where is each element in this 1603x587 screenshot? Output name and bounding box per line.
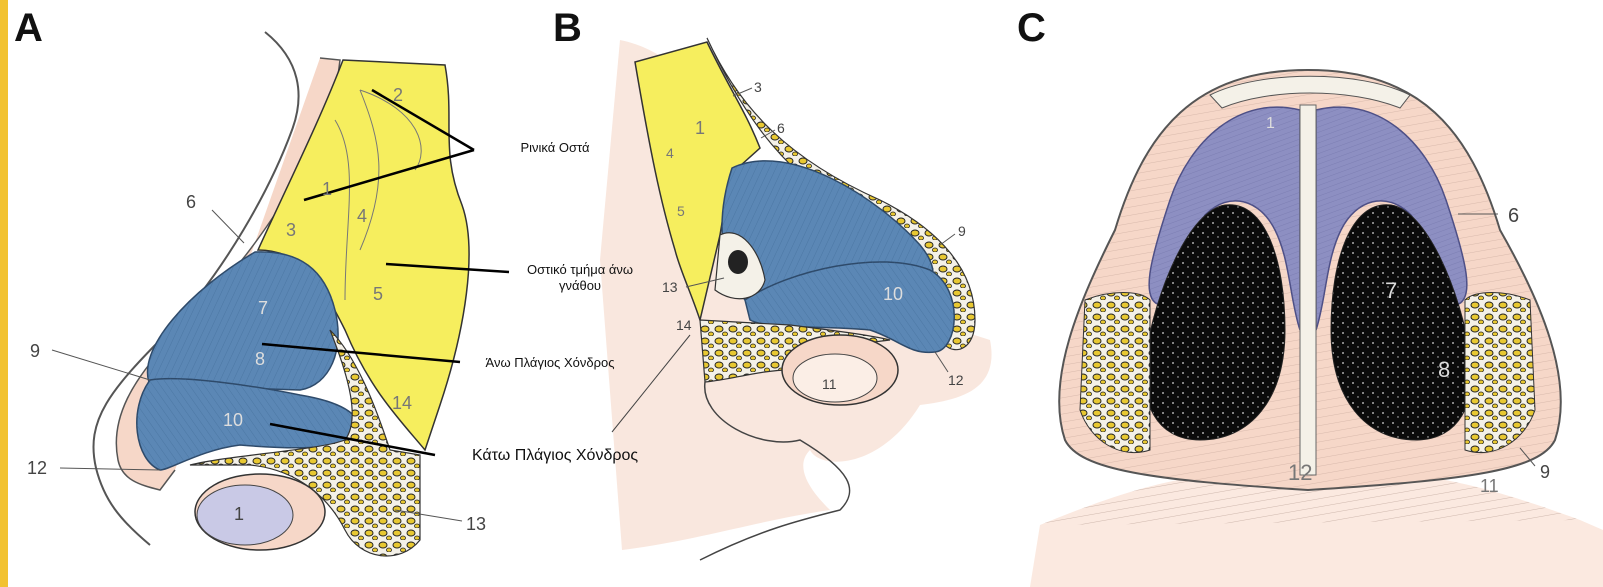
a-label-5: 5 [373, 284, 383, 304]
b-label-14: 14 [676, 317, 692, 333]
a-label-12: 12 [27, 458, 47, 478]
a-label-8: 8 [255, 349, 265, 369]
panel-c-drawing: 1 6 7 8 9 11 12 [1030, 70, 1603, 587]
a-label-9: 9 [30, 341, 40, 361]
annotation-maxilla: Οστικό τμήμα άνω γνάθου [510, 262, 650, 294]
b-label-4: 4 [666, 145, 674, 161]
b-label-3: 3 [754, 79, 762, 95]
b-label-10: 10 [883, 284, 903, 304]
annotation-nasal-bones: Ρινικά Οστά [495, 140, 615, 156]
a-label-3: 3 [286, 220, 296, 240]
panel-a-drawing: 2 1 3 4 5 6 7 8 9 10 12 13 14 1 [27, 32, 509, 556]
b-label-12: 12 [948, 372, 964, 388]
c-label-7: 7 [1385, 278, 1397, 303]
a-label-1-nostril: 1 [234, 504, 244, 524]
c-label-12: 12 [1288, 460, 1312, 485]
annotation-lower-lateral-cartilage: Κάτω Πλάγιος Χόνδρος [440, 448, 670, 464]
c-label-9: 9 [1540, 462, 1550, 482]
a-label-2: 2 [393, 85, 403, 105]
b-label-6: 6 [777, 120, 785, 136]
b-label-5: 5 [677, 203, 685, 219]
c-label-6: 6 [1508, 205, 1519, 227]
a-label-13: 13 [466, 514, 486, 534]
a-label-7: 7 [258, 298, 268, 318]
a-label-6: 6 [186, 192, 196, 212]
a-label-14: 14 [392, 393, 412, 413]
b-label-13: 13 [662, 279, 678, 295]
a-label-1: 1 [322, 179, 332, 199]
a-label-4: 4 [357, 206, 367, 226]
b-label-11: 11 [822, 376, 837, 392]
panel-b-drawing: 3 1 6 4 5 9 13 10 14 12 11 [600, 38, 992, 560]
c-label-8: 8 [1438, 357, 1450, 382]
annotation-upper-lateral-cartilage: Άνω Πλάγιος Χόνδρος [465, 355, 635, 371]
b-label-1: 1 [695, 118, 705, 138]
c-label-11: 11 [1480, 476, 1499, 496]
b-label-9: 9 [958, 223, 966, 239]
a-label-10: 10 [223, 410, 243, 430]
c-label-1: 1 [1266, 115, 1275, 132]
